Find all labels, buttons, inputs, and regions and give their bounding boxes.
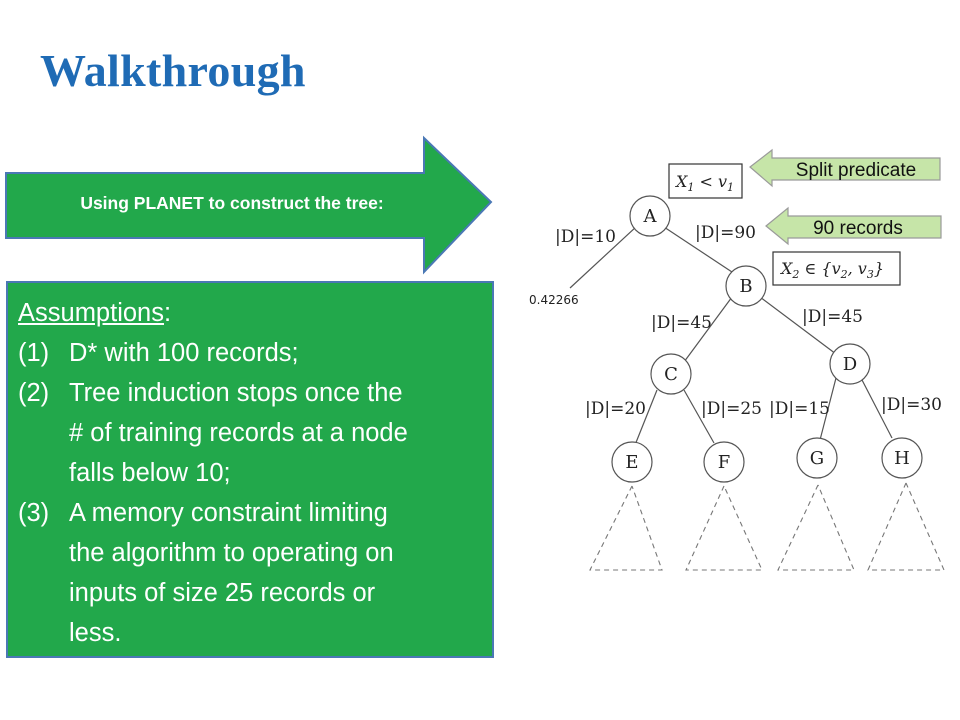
assumption-item: (2) Tree induction stops once the # of t…: [18, 373, 482, 493]
assumption-line: falls below 10;: [69, 459, 231, 487]
node-e: [611, 441, 653, 483]
edge-b-d: [759, 296, 837, 355]
edge-d-h: [860, 377, 893, 439]
assumption-line: the algorithm to operating on: [69, 539, 394, 567]
split-predicate-label: Split predicate: [796, 160, 916, 181]
edge-label-c-right: |D|=25: [701, 399, 762, 419]
assumption-number: (1): [18, 339, 50, 367]
assumption-line: inputs of size 25 records or: [69, 579, 376, 607]
node-b: [725, 265, 767, 307]
node-c: [650, 353, 692, 395]
assumption-item: (1) D* with 100 records;: [18, 333, 482, 373]
assumption-line: # of training records at a node: [69, 419, 408, 447]
edge-label-a-left: |D|=10: [555, 227, 616, 247]
subtree-h: [867, 482, 945, 571]
assumptions-heading: Assumptions:: [18, 299, 172, 327]
edge-c-e: [634, 389, 658, 446]
edge-label-b-left: |D|=45: [651, 313, 712, 333]
subtree-f: [685, 485, 763, 571]
edge-label-c-left: |D|=20: [585, 399, 646, 419]
assumption-line: less.: [69, 619, 122, 647]
subtree-e: [589, 485, 663, 571]
assumption-number: (3): [18, 499, 50, 527]
node-b-label: B: [739, 276, 752, 297]
predicate-2-text: X2 ∈ {v2, v3}: [779, 259, 884, 281]
records-callout: [765, 206, 942, 246]
leaf-value: 0.42266: [529, 293, 579, 307]
edge-label-d-left: |D|=15: [769, 399, 830, 419]
assumptions-box: Assumptions: (1) D* with 100 records; (2…: [6, 281, 494, 658]
assumptions-list: (1) D* with 100 records; (2) Tree induct…: [18, 333, 482, 653]
predicate-1-text: X1 < v1: [674, 172, 734, 194]
slide-title: Walkthrough: [40, 45, 306, 96]
assumption-line: A memory constraint limiting: [69, 499, 388, 527]
node-g: [796, 437, 838, 479]
decision-tree: A B C D E F G H |D|=10 |D|=90 |D|=45 |D|…: [529, 148, 945, 571]
node-d-label: D: [843, 354, 857, 375]
node-d: [829, 343, 871, 385]
edge-a-b: [663, 226, 733, 273]
assumption-number: (2): [18, 379, 50, 407]
assumption-line: Tree induction stops once the: [69, 379, 403, 407]
edge-c-f: [683, 389, 715, 444]
node-a-label: A: [643, 206, 658, 227]
split-predicate-callout: [749, 148, 941, 188]
records-label: 90 records: [813, 218, 903, 239]
edge-b-c: [683, 296, 733, 363]
node-f-label: F: [718, 452, 731, 473]
node-c-label: C: [664, 364, 678, 385]
edge-a-leaf: [569, 225, 638, 289]
predicate-box-1: [668, 163, 743, 199]
node-f: [703, 441, 745, 483]
arrow-shape: [5, 135, 493, 275]
node-e-label: E: [625, 452, 638, 473]
planet-arrow: [5, 135, 493, 275]
edge-label-a-right: |D|=90: [695, 223, 756, 243]
predicate-box-2: [772, 251, 901, 286]
node-h-label: H: [894, 448, 910, 469]
assumption-line: D* with 100 records;: [69, 339, 299, 367]
edge-label-b-right: |D|=45: [802, 307, 863, 327]
subtree-g: [777, 484, 855, 571]
arrow-label: Using PLANET to construct the tree:: [80, 193, 384, 213]
node-a: [629, 195, 671, 237]
node-g-label: G: [810, 448, 824, 469]
edge-label-d-right: |D|=30: [881, 395, 942, 415]
edge-d-g: [819, 377, 837, 441]
assumption-item: (3) A memory constraint limiting the alg…: [18, 493, 482, 653]
node-h: [881, 437, 923, 479]
